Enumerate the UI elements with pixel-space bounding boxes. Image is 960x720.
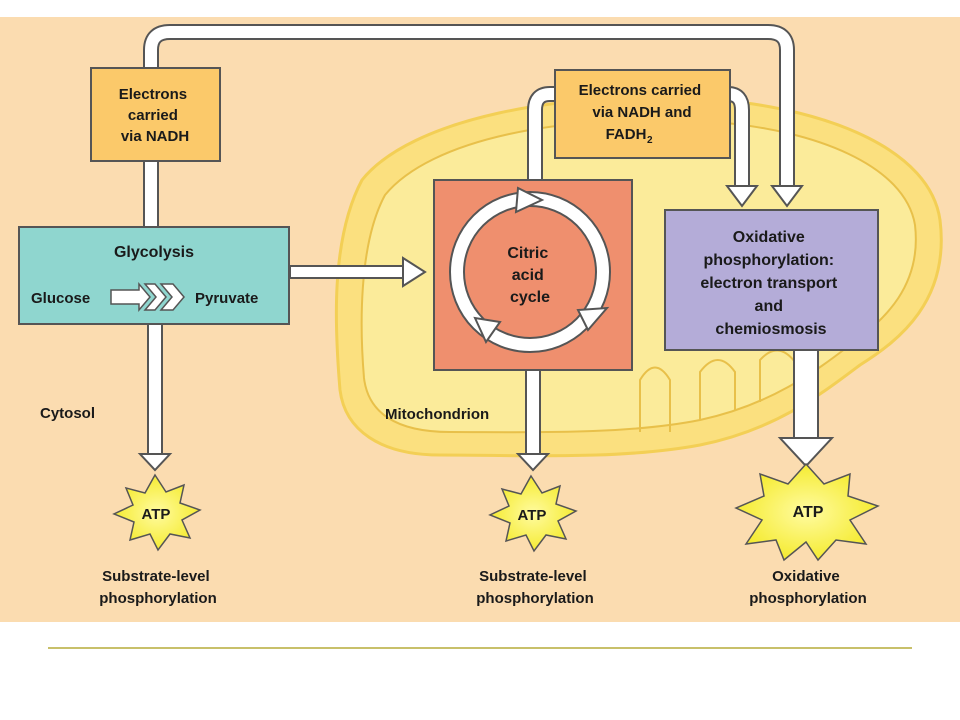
glycolysis-to-nadh-connector <box>143 159 159 229</box>
fadh-subscript: 2 <box>647 135 653 146</box>
substrate-level-2-line1: Substrate-level <box>479 568 587 585</box>
glycolysis-title: Glycolysis <box>114 244 194 261</box>
nadh-fadh-box: Electrons carried via NADH and FADH 2 <box>554 69 731 159</box>
atp-burst-glycolysis: ATP <box>112 473 202 552</box>
substrate-level-2-line2: phosphorylation <box>476 590 594 607</box>
oxphos-label-1: Oxidative <box>733 229 805 246</box>
nadh-fadh-label-3: FADH <box>606 126 647 143</box>
nadh-fadh-label-2: via NADH and <box>592 104 691 121</box>
glycolysis-arrows <box>110 281 185 313</box>
oxphos-atp-arrow <box>777 349 835 468</box>
substrate-level-1-line1: Substrate-level <box>102 568 210 585</box>
glucose-label: Glucose <box>31 290 90 307</box>
citric-acid-cycle-box: Citric acid cycle <box>433 179 633 371</box>
cytosol-label: Cytosol <box>40 405 95 422</box>
citric-label-1: Citric <box>507 245 548 262</box>
atp-label-2: ATP <box>518 507 547 524</box>
svg-text:Substrate-level phosphoryl: Substrate-level phosphorylation <box>99 568 217 607</box>
slide-divider-line <box>48 647 912 649</box>
nadh-box-label-3: via NADH <box>121 128 189 145</box>
oxidative-phos-line2: phosphorylation <box>749 590 867 607</box>
glycolysis-box: Glycolysis Glucose Pyruvate <box>18 226 290 325</box>
oxphos-label-3: electron transport <box>700 275 838 292</box>
arrowhead-fadh-to-oxphos <box>725 185 759 208</box>
arrowhead-nadh-to-oxphos <box>770 185 804 208</box>
oxphos-label-2: phosphorylation: <box>703 252 834 269</box>
atp-burst-oxphos: ATP <box>734 462 880 562</box>
nadh-fadh-label-1: Electrons carried <box>579 82 702 99</box>
mitochondrion-label: Mitochondrion <box>385 406 489 423</box>
svg-text:Electrons carried via NA: Electrons carried via NADH and <box>579 82 706 121</box>
cycle-arrowhead-top <box>514 186 545 214</box>
cycle-arrowhead-right <box>576 306 610 332</box>
oxidative-phos-line1: Oxidative <box>772 568 840 585</box>
nadh-box-label-1: Electrons <box>119 86 187 103</box>
oxphos-label-5: chemiosmosis <box>715 321 826 338</box>
glycolysis-atp-arrow <box>137 323 173 472</box>
citric-atp-arrow <box>515 369 551 472</box>
svg-text:Oxidative phosphorylatio: Oxidative phosphorylation: electron tran… <box>700 229 841 338</box>
atp-label-1: ATP <box>142 506 171 523</box>
svg-text:Oxidative phosphorylation: Oxidative phosphorylation <box>749 568 867 607</box>
oxphos-label-4: and <box>755 298 783 315</box>
svg-text:Substrate-level phosphoryl: Substrate-level phosphorylation <box>476 568 594 607</box>
svg-text:Citric acid cycle: Citric acid cycle <box>507 245 552 306</box>
nadh-box: Electrons carried via NADH <box>90 67 221 162</box>
pyruvate-to-citric-arrow <box>289 256 427 288</box>
atp-burst-citric: ATP <box>488 474 578 553</box>
citric-label-3: cycle <box>510 289 550 306</box>
atp-label-3: ATP <box>793 504 824 521</box>
nadh-box-label-2: carried <box>128 107 178 124</box>
svg-text:Electrons carried: Electrons carried via NADH <box>119 86 192 145</box>
substrate-level-1-line2: phosphorylation <box>99 590 217 607</box>
oxidative-phosphorylation-box: Oxidative phosphorylation: electron tran… <box>664 209 879 351</box>
pyruvate-label: Pyruvate <box>195 290 258 307</box>
citric-label-2: acid <box>512 267 544 284</box>
cycle-arrowhead-left <box>473 316 502 345</box>
